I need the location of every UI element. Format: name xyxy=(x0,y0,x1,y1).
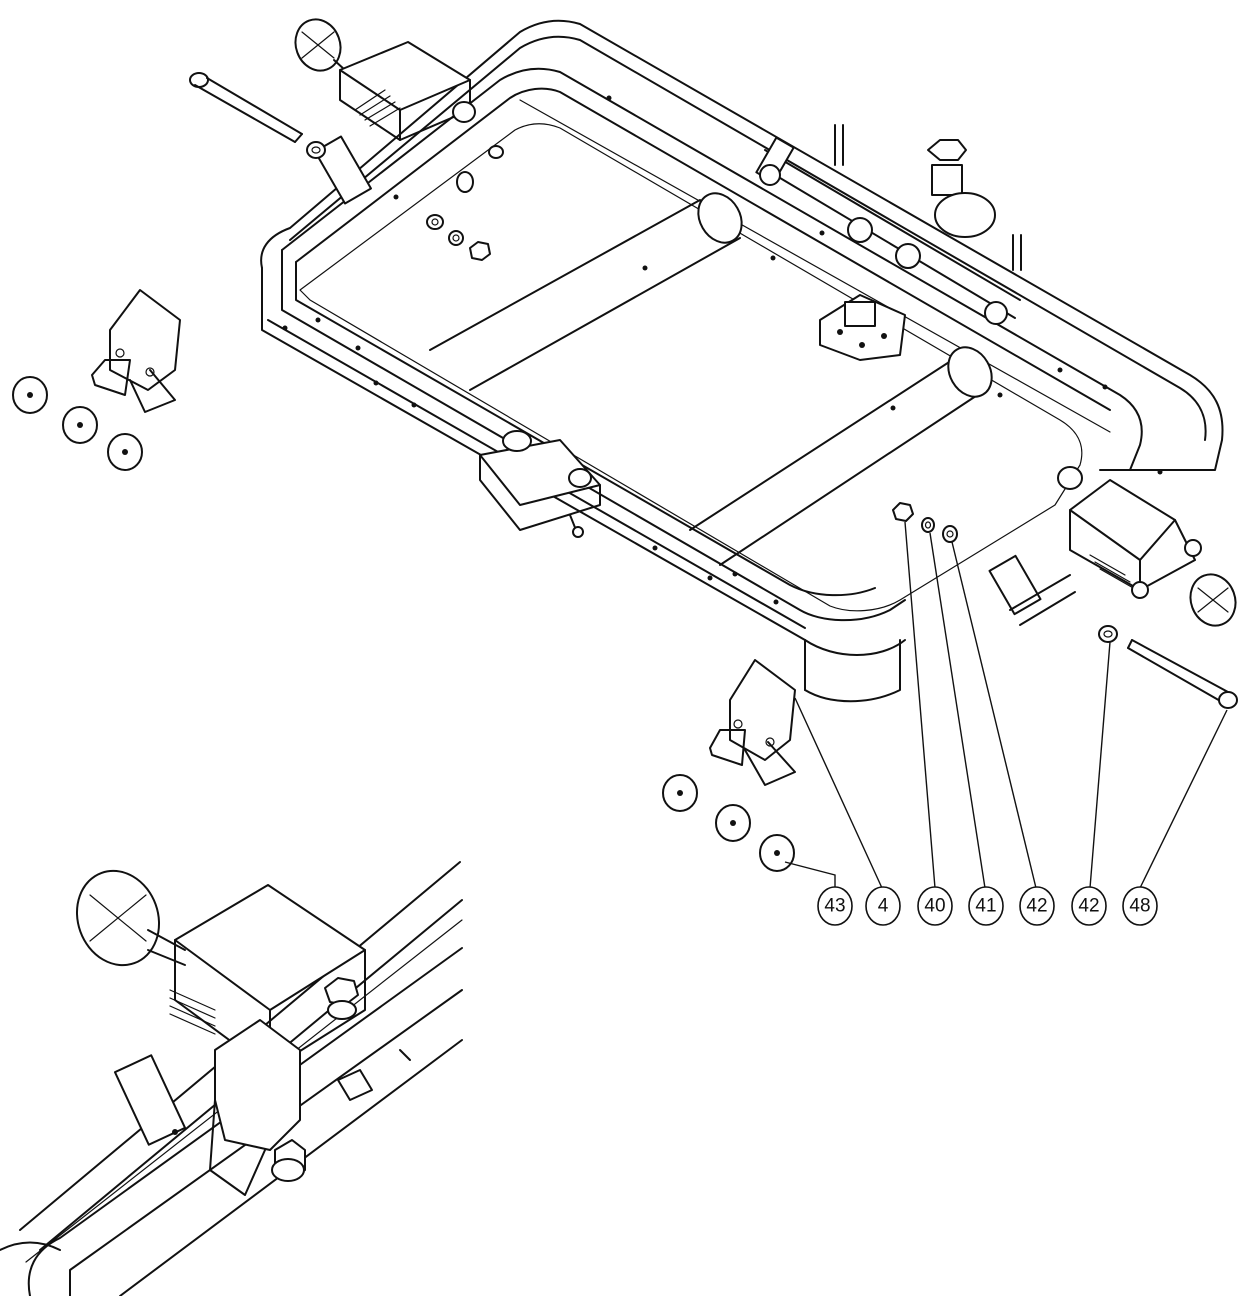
rail-slide-bracket xyxy=(479,430,601,538)
cross-tube-rear xyxy=(689,346,993,566)
pin-top-left xyxy=(189,72,326,159)
deck-fasteners xyxy=(426,145,504,261)
pin-bottom-right xyxy=(1127,639,1238,709)
callout-label-42-second: 42 xyxy=(1078,896,1099,917)
inner-frame xyxy=(281,67,1143,622)
frame-holes xyxy=(282,95,1163,605)
deck-panel xyxy=(299,123,1083,612)
callout-48: 48 xyxy=(1122,886,1158,926)
callout-label-48: 48 xyxy=(1129,896,1150,917)
callout-label-43: 43 xyxy=(824,896,845,917)
right-clamp xyxy=(988,466,1237,627)
callout-label-41: 41 xyxy=(975,896,996,917)
callout-41: 41 xyxy=(968,886,1004,926)
callout-43: 43 xyxy=(817,886,853,926)
callout-42-first: 42 xyxy=(1019,886,1055,926)
callout-40: 40 xyxy=(917,886,953,926)
right-loose-fasteners xyxy=(892,502,1118,643)
callout-label-42-first: 42 xyxy=(1026,896,1047,917)
left-washers xyxy=(12,376,143,471)
lower-bracket-exploded xyxy=(709,659,796,786)
callout-label-4: 4 xyxy=(878,896,889,917)
outer-frame xyxy=(260,19,1224,703)
detail-view xyxy=(0,861,463,1296)
callout-4: 4 xyxy=(865,886,901,926)
leader-lines xyxy=(784,521,1228,889)
cross-tube-front xyxy=(429,192,743,391)
lower-washers xyxy=(662,774,795,872)
rear-rod-assembly xyxy=(755,124,1022,361)
callout-label-40: 40 xyxy=(924,896,945,917)
left-bracket-exploded xyxy=(91,289,181,413)
callout-42-second: 42 xyxy=(1071,886,1107,926)
top-left-clamp xyxy=(294,18,476,205)
